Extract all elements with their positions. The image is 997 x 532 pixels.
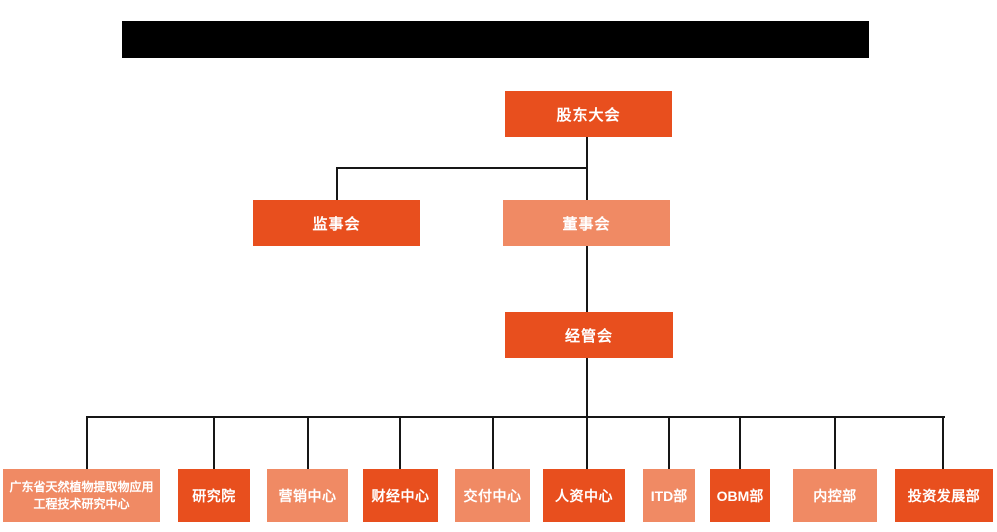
org-node-label: 股东大会 [556, 106, 621, 124]
org-node-obm-department: OBM部 [710, 469, 770, 522]
org-node-label: OBM部 [716, 487, 764, 504]
org-node-hr-center: 人资中心 [543, 469, 625, 522]
org-node-label: 经管会 [564, 327, 613, 345]
org-node-label: 广东省天然植物提取物应用工程技术研究中心 [9, 479, 154, 511]
org-node-supervisory-board: 监事会 [253, 200, 420, 246]
connector-management-to-bus [586, 358, 588, 416]
connector-dept-drop [213, 416, 215, 469]
redacted-title-bar [122, 21, 869, 58]
org-node-research-center: 广东省天然植物提取物应用工程技术研究中心 [3, 469, 160, 522]
org-node-marketing-center: 营销中心 [267, 469, 348, 522]
connector-dept-drop [739, 416, 741, 469]
org-node-label: ITD部 [650, 487, 688, 504]
connector-dept-drop [492, 416, 494, 469]
org-node-label: 监事会 [312, 215, 361, 233]
org-node-label: 交付中心 [463, 487, 522, 504]
org-node-board-of-directors: 董事会 [503, 200, 670, 246]
org-node-shareholders-meeting: 股东大会 [505, 91, 672, 137]
connector-dept-drop [942, 416, 944, 469]
org-node-itd-department: ITD部 [643, 469, 695, 522]
org-node-internal-control-department: 内控部 [793, 469, 877, 522]
org-node-label: 营销中心 [278, 487, 337, 504]
connector-dept-drop [668, 416, 670, 469]
org-node-investment-development-department: 投资发展部 [895, 469, 993, 522]
connector-dept-drop [586, 416, 588, 469]
connector-dept-drop [86, 416, 88, 469]
org-node-research-institute: 研究院 [178, 469, 250, 522]
org-node-label: 研究院 [192, 487, 236, 504]
org-node-management-committee: 经管会 [505, 312, 673, 358]
connector-split-horizontal [336, 167, 588, 169]
org-node-finance-center: 财经中心 [363, 469, 438, 522]
org-node-label: 内控部 [813, 487, 857, 504]
connector-board-to-management [586, 246, 588, 312]
connector-departments-bus [87, 416, 945, 418]
org-node-label: 财经中心 [371, 487, 430, 504]
org-node-label: 人资中心 [555, 487, 613, 504]
org-node-label: 投资发展部 [907, 487, 981, 504]
connector-dept-drop [399, 416, 401, 469]
connector-dept-drop [834, 416, 836, 469]
connector-supervisory-drop [336, 167, 338, 200]
connector-dept-drop [307, 416, 309, 469]
org-node-label: 董事会 [562, 215, 611, 233]
org-node-delivery-center: 交付中心 [455, 469, 530, 522]
